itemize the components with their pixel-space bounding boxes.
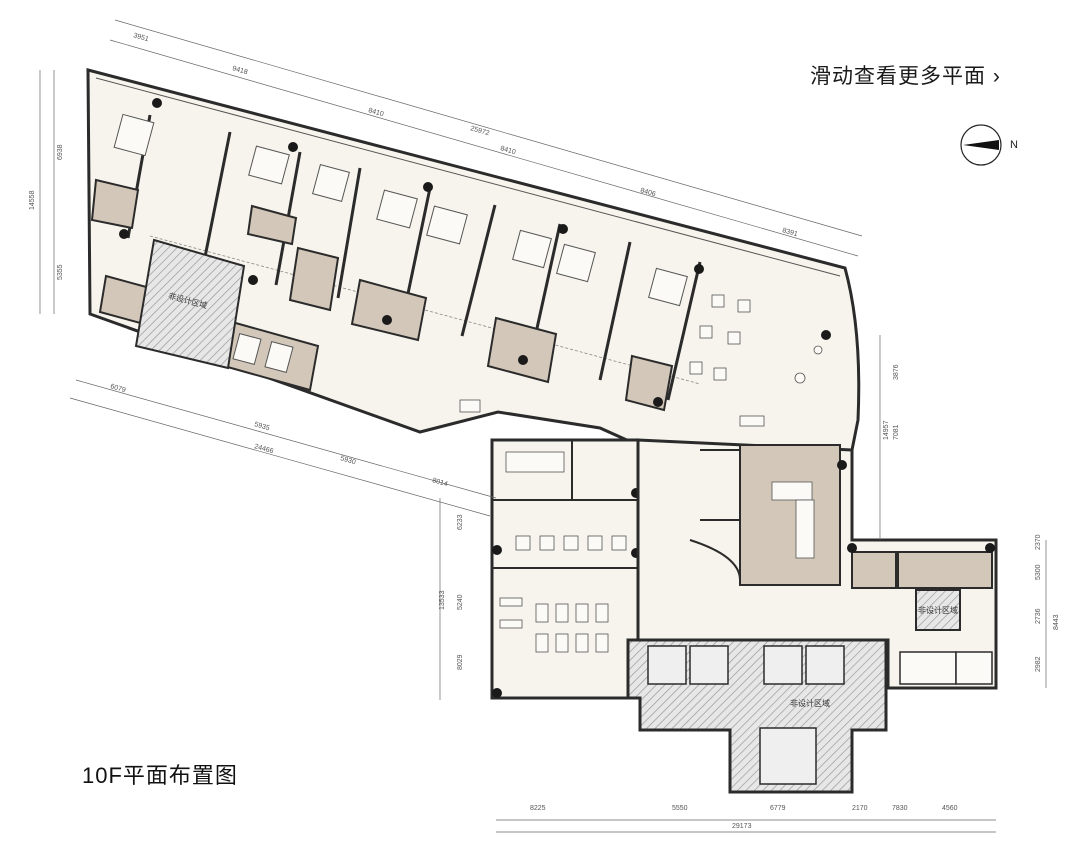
compass-icon: [960, 124, 1002, 166]
compass-north-label: N: [1010, 139, 1018, 151]
dim-left-2: 5355: [57, 264, 64, 280]
dim-right-1: 5300: [1035, 564, 1042, 580]
south-block: [490, 438, 641, 700]
dimension-labels: 3951 9418 8410 25972 8410 8406 8391 1455…: [29, 32, 1060, 830]
dim-bottom-0: 8225: [530, 805, 546, 812]
dim-bottom-3: 2170: [852, 805, 868, 812]
dim-right-3: 2736: [1035, 608, 1042, 624]
diagonal-wing: 非设计区域: [86, 68, 861, 452]
dim-right-0: 8443: [1053, 614, 1060, 630]
dim-top-4: 8410: [499, 145, 516, 156]
dim-center-6: 8029: [457, 654, 464, 670]
dim-lower-3: 5930: [339, 455, 356, 466]
dim-left-0: 14558: [29, 190, 36, 210]
dim-center-3: 6233: [457, 514, 464, 530]
dim-lower-4: 8014: [431, 477, 448, 488]
dim-center-1: 7081: [893, 424, 900, 440]
dim-lower-2: 24466: [253, 443, 274, 455]
dim-top-3: 25972: [469, 125, 490, 137]
dim-center-2: 14957: [883, 420, 890, 440]
dim-bottom-1: 5550: [672, 805, 688, 812]
dim-top-6: 8391: [781, 227, 798, 238]
dim-center-0: 3876: [893, 364, 900, 380]
dim-lower-1: 5935: [253, 421, 270, 432]
dim-bottom-2: 6779: [770, 805, 786, 812]
dimension-lines: [39, 19, 1047, 833]
south-core: 非设计区域: [626, 638, 888, 794]
dim-bottom-4: 7830: [892, 805, 908, 812]
dim-center-4: 13533: [439, 590, 446, 610]
non-design-zone-label-east: 非设计区域: [918, 605, 958, 615]
dim-bottom-5: 4560: [942, 805, 958, 812]
non-design-zone-label-south: 非设计区域: [790, 698, 830, 708]
dim-right-2: 2370: [1035, 534, 1042, 550]
floor-plan-title: 10F平面布置图: [82, 763, 238, 788]
dim-top-1: 9418: [231, 65, 248, 76]
dim-right-4: 2982: [1035, 656, 1042, 672]
dim-top-2: 8410: [367, 107, 384, 118]
swipe-more-plans-link[interactable]: 滑动查看更多平面 ›: [810, 60, 1001, 90]
dim-top-5: 8406: [639, 187, 656, 198]
dim-left-1: 6938: [57, 144, 64, 160]
dim-bottom-6: 29173: [732, 823, 752, 830]
swipe-hint-text: 滑动查看更多平面: [810, 65, 986, 88]
dim-center-5: 5240: [457, 594, 464, 610]
chevron-right-icon: ›: [992, 65, 1001, 88]
dim-lower-0: 6079: [109, 383, 126, 394]
dim-top-0: 3951: [132, 32, 149, 43]
